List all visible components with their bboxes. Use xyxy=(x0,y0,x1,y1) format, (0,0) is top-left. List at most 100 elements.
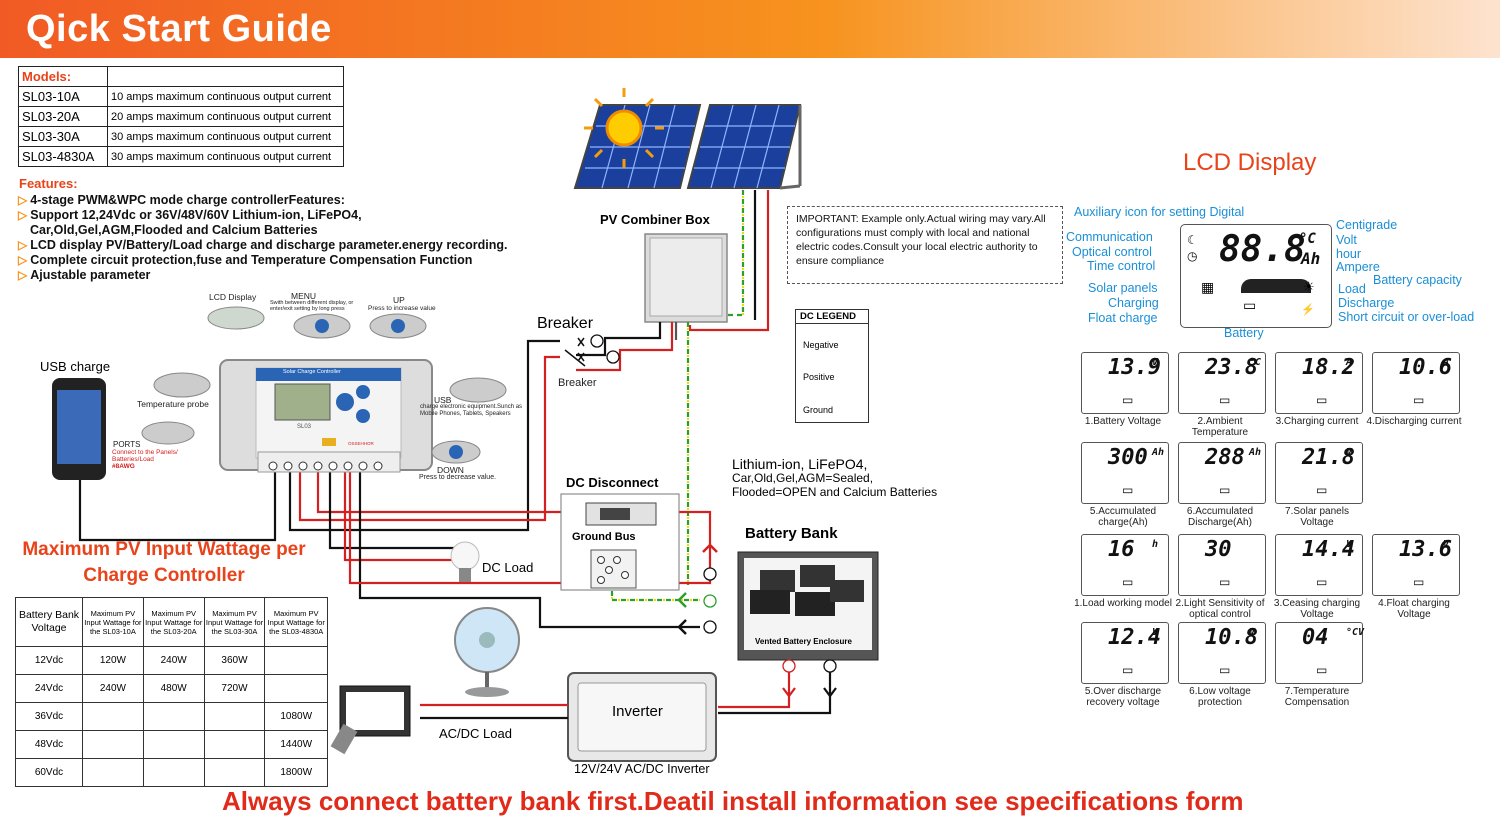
sun-icon xyxy=(605,109,643,147)
breaker-small-label: Breaker xyxy=(558,377,597,389)
feature-item: ▷Ajustable parameter xyxy=(18,268,538,283)
table-header: Maximum PV Input Wattage for the SL03-30… xyxy=(203,597,266,647)
battery-icon: ▭ xyxy=(1413,575,1425,589)
lcd-screen-value: 13.9 xyxy=(1108,355,1161,380)
lcd-hour-label: hour xyxy=(1336,247,1362,261)
feature-text: 4-stage PWM&WPC mode charge controllerFe… xyxy=(30,193,345,207)
clock-icon: ◷ xyxy=(1187,249,1198,263)
inverter-label: Inverter xyxy=(612,703,663,720)
dc-disconnect-box xyxy=(560,493,680,591)
lcd-charging-label: Charging xyxy=(1108,296,1159,310)
wattage-table: Battery Bank Voltage Maximum PV Input Wa… xyxy=(15,597,328,787)
models-table: Models: SL03-10A 10 amps maximum continu… xyxy=(18,66,344,167)
battery-types-line: Flooded=OPEN and Calcium Batteries xyxy=(732,485,938,499)
inverter-illustration xyxy=(567,672,717,762)
lcd-screen-caption: 7.Temperature Compensation xyxy=(1284,686,1350,708)
table-cell: 1080W xyxy=(264,702,328,731)
ground-bus-label: Ground Bus xyxy=(572,531,636,543)
feature-text: Support 12,24Vdc or 36V/48V/60V Lithium-… xyxy=(30,208,362,222)
lcd-main-digits: 88.8 xyxy=(1219,229,1306,270)
features-title: Features: xyxy=(19,176,78,191)
lcd-screen-unit: A xyxy=(1346,357,1353,368)
lcd-screen-caption: 4.Float charging Voltage xyxy=(1378,598,1450,620)
lcd-screen-value: 10.6 xyxy=(1399,355,1452,380)
battery-icon: ▭ xyxy=(1219,663,1231,677)
lcd-communication-label: Communication xyxy=(1066,230,1153,244)
lcd-screen: 04°CV▭ xyxy=(1275,622,1364,684)
lcd-main-unit-ah: Ah xyxy=(1301,249,1321,268)
model-desc: 20 amps maximum continuous output curren… xyxy=(107,106,344,127)
battery-icon: ▭ xyxy=(1243,297,1257,313)
lcd-screen-unit: A xyxy=(1443,357,1450,368)
footer-warning: Always connect battery bank first.Deatil… xyxy=(222,786,1244,816)
usb-callout-label: USB xyxy=(434,395,452,405)
lcd-capacity-label: Battery capacity xyxy=(1373,273,1462,287)
table-header: Maximum PV Input Wattage for the SL03-20… xyxy=(142,597,205,647)
lcd-discharge-label: Discharge xyxy=(1338,296,1395,310)
model-desc: 30 amps maximum continuous output curren… xyxy=(107,146,344,167)
table-cell: 720W xyxy=(203,674,266,703)
battery-icon: ▭ xyxy=(1413,393,1425,407)
table-cell: 120W xyxy=(82,646,144,675)
inverter-caption: 12V/24V AC/DC Inverter xyxy=(574,762,710,776)
menu-callout-label: MENU xyxy=(291,291,317,301)
flow-arrows xyxy=(677,543,718,635)
feature-item: ▷LCD display PV/Battery/Load charge and … xyxy=(18,238,538,253)
feature-text: Car,Old,Gel,AGM,Flooded and Calcium Batt… xyxy=(30,223,318,237)
temp-probe-label: Temperature probe xyxy=(137,399,209,409)
battery-types: Lithium-ion, LiFePO4, Car,Old,Gel,AGM=Se… xyxy=(732,457,937,499)
lcd-screen: 30▭ xyxy=(1178,534,1266,596)
model-name: SL03-10A xyxy=(18,86,108,107)
models-header: Models: xyxy=(18,66,108,87)
lcd-screen-caption: 1.Load working model xyxy=(1074,598,1172,609)
feature-item: ▷Support 12,24Vdc or 36V/48V/60V Lithium… xyxy=(18,208,538,223)
controller-face-title: Solar Charge Controller xyxy=(283,369,341,375)
table-cell: 360W xyxy=(203,646,266,675)
model-name: SL03-20A xyxy=(18,106,108,127)
battery-bank-illustration xyxy=(737,551,879,661)
lcd-screen-caption: 1.Battery Voltage xyxy=(1084,416,1162,427)
table-cell xyxy=(203,730,266,759)
wattage-title: Maximum PV Input Wattage per Charge Cont… xyxy=(14,537,314,589)
table-cell xyxy=(142,730,205,759)
ports-label: PORTS xyxy=(113,440,141,449)
battery-capacity-arc xyxy=(1241,279,1311,293)
dc-legend: DC LEGEND Negative Positive Ground xyxy=(795,309,869,423)
table-cell: 60Vdc xyxy=(15,758,83,787)
lcd-screen-unit: V xyxy=(1152,627,1159,638)
controller-brand: OSSEHHOR xyxy=(348,441,374,446)
controller-face-model: SL03 xyxy=(297,424,312,430)
lcd-screen-unit: V xyxy=(1346,447,1353,458)
table-cell: 1440W xyxy=(264,730,328,759)
arrow-icon: ▷ xyxy=(18,238,28,252)
fan-illustration xyxy=(454,607,520,697)
table-header: Battery Bank Voltage xyxy=(15,597,83,647)
table-row: SL03-10A 10 amps maximum continuous outp… xyxy=(18,86,344,107)
short-circuit-icon: ⚡ xyxy=(1301,304,1315,316)
lcd-float-label: Float charge xyxy=(1088,311,1158,325)
wattage-title-line: Charge Controller xyxy=(83,565,245,586)
table-cell xyxy=(203,758,266,787)
battery-icon: ▭ xyxy=(1219,483,1231,497)
important-note: IMPORTANT: Example only.Actual wiring ma… xyxy=(787,206,1063,284)
table-cell xyxy=(82,730,144,759)
feature-item: Car,Old,Gel,AGM,Flooded and Calcium Batt… xyxy=(18,223,538,238)
breaker-symbol xyxy=(564,337,586,367)
lcd-callout-label: LCD Display xyxy=(209,292,257,302)
features-list: ▷ 4-stage PWM&WPC mode charge controllerF… xyxy=(18,193,538,283)
lcd-screen-value: 10.8 xyxy=(1205,625,1258,650)
model-name: SL03-4830A xyxy=(18,146,108,167)
wattage-title-line: Maximum PV Input Wattage per xyxy=(22,539,306,560)
charge-controller-illustration xyxy=(219,359,433,473)
usb-callout-desc: charge electronic equipment.Sunch as Mob… xyxy=(420,404,523,417)
communication-icon: ☾ xyxy=(1187,233,1198,247)
lcd-load-label: Load xyxy=(1338,282,1366,296)
table-cell: 240W xyxy=(82,674,144,703)
